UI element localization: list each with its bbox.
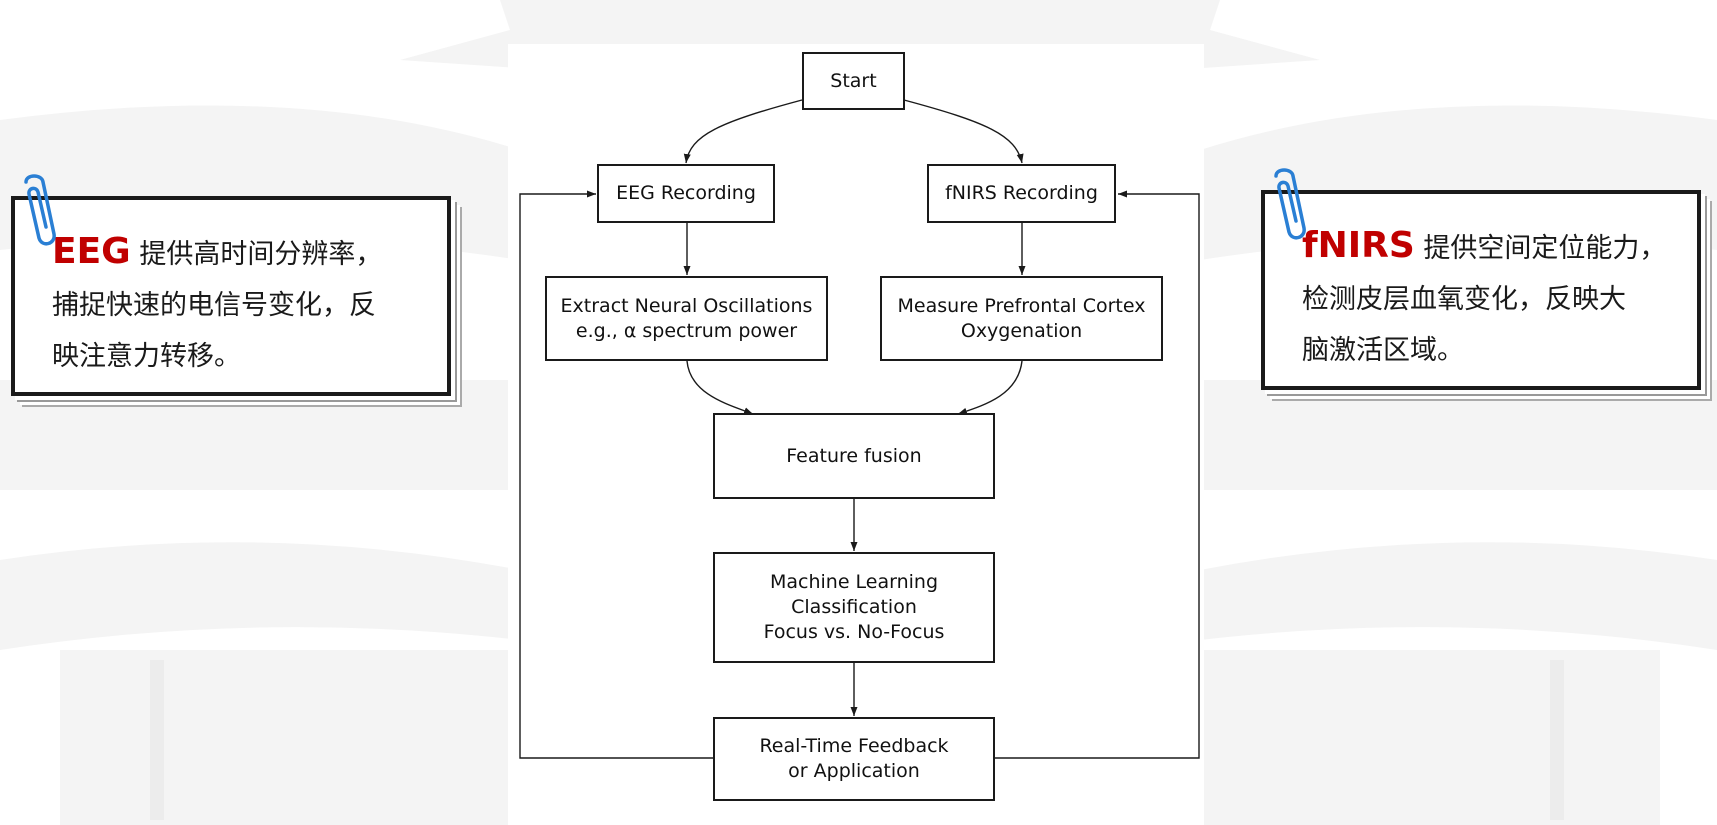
ml-label-line3: Focus vs. No-Focus [763,621,945,643]
arrow-start-to-eeg [683,99,803,164]
ml-classification-node: Machine Learning Classification Focus vs… [713,552,995,663]
start-label: Start [830,69,877,92]
arrow-measure-to-fusion [957,360,1023,415]
eeg-recording-node: EEG Recording [597,164,775,223]
arrow-extract-to-fusion [686,360,754,415]
realtime-feedback-node: Real-Time Feedback or Application [713,717,995,801]
eeg-note-text1: 提供高时间分辨率， [130,239,383,270]
fnirs-note-line3: 脑激活区域。 [1302,335,1464,366]
feedback-label-line2: or Application [788,760,920,782]
fnirs-highlight: fNIRS [1302,225,1415,266]
start-node: Start [802,52,905,110]
eeg-note-card: EEG 提供高时间分辨率， 捕捉快速的电信号变化，反 映注意力转移。 [11,196,451,396]
fnirs-note-text1: 提供空间定位能力， [1414,233,1667,264]
paperclip-icon [1274,168,1306,240]
extract-oscillations-node: Extract Neural Oscillations e.g., α spec… [545,276,828,361]
fnirs-note-line2: 检测皮层血氧变化，反映大 [1302,284,1626,315]
ml-label-line2: Classification [791,596,917,618]
feature-fusion-label: Feature fusion [786,444,922,467]
extract-label-line2: e.g., α spectrum power [575,319,798,342]
eeg-note-line2: 捕捉快速的电信号变化，反 [52,290,376,321]
arrow-start-to-fnirs [903,99,1024,164]
feedback-label-line1: Real-Time Feedback [759,735,949,757]
measure-label-line2: Oxygenation [960,319,1083,342]
measure-oxygenation-node: Measure Prefrontal Cortex Oxygenation [880,276,1163,361]
fnirs-recording-node: fNIRS Recording [927,164,1116,223]
paperclip-icon [24,174,56,246]
feedback-loop-right [994,190,1200,759]
eeg-note-line3: 映注意力转移。 [52,341,241,372]
fnirs-note-line1: fNIRS 提供空间定位能力， [1302,220,1697,274]
feedback-loop-left [519,190,713,759]
fnirs-recording-label: fNIRS Recording [945,182,1098,204]
feature-fusion-node: Feature fusion [713,413,995,499]
eeg-recording-label: EEG Recording [616,182,756,204]
extract-label-line1: Extract Neural Oscillations [560,294,813,317]
eeg-highlight: EEG [52,231,131,272]
measure-label-line1: Measure Prefrontal Cortex [897,294,1146,317]
ml-label-line1: Machine Learning [769,571,939,593]
eeg-note-line1: EEG 提供高时间分辨率， [52,226,447,280]
fnirs-note-card: fNIRS 提供空间定位能力， 检测皮层血氧变化，反映大 脑激活区域。 [1261,190,1701,390]
